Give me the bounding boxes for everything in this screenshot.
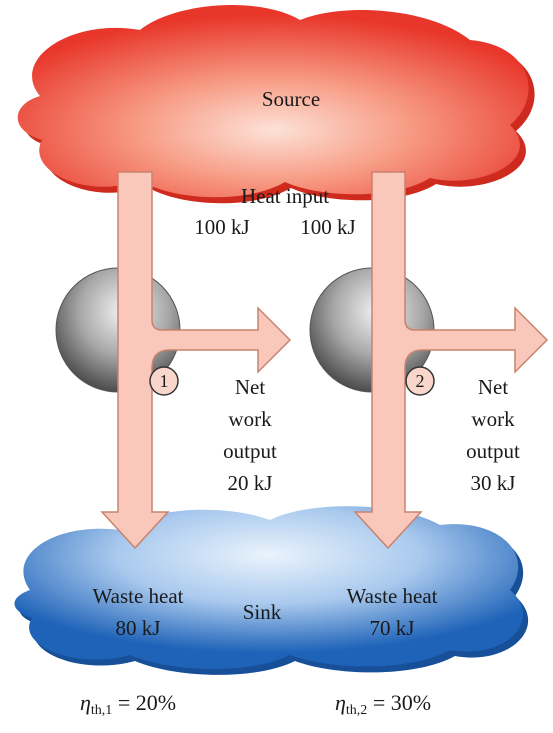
engine-1-badge xyxy=(149,366,179,396)
efficiency-subscript: th,2 xyxy=(345,703,368,718)
engine-2-net-work-line: work xyxy=(471,407,515,431)
engine-1-efficiency: ηth,1 = 20% xyxy=(80,690,176,719)
engine-2-net-work-value: 30 kJ xyxy=(470,471,516,495)
engine-2-number: 2 xyxy=(415,371,425,391)
efficiency-symbol: η xyxy=(80,690,91,715)
engine-2-badge xyxy=(405,366,435,396)
source-label: Source xyxy=(261,87,321,111)
engine-2-net-work-line: Net xyxy=(477,375,509,399)
sink-label: Sink xyxy=(242,600,282,624)
engine-1-waste-heat-label: Waste heat xyxy=(92,584,184,608)
engine-1-net-work-line: output xyxy=(223,439,277,463)
engine-2 xyxy=(309,171,549,550)
engine-1-net-work-value: 20 kJ xyxy=(227,471,273,495)
engine-1-net-work-line: Net xyxy=(234,375,266,399)
heat-input-engine-1: 100 kJ xyxy=(194,215,250,239)
engine-2-waste-heat-value: 70 kJ xyxy=(369,616,415,640)
engine-2-waste-heat-label: Waste heat xyxy=(346,584,438,608)
efficiency-value: = 30% xyxy=(372,690,432,715)
engine-1-heat-arrow xyxy=(100,171,292,550)
engine-2-net-work-line: output xyxy=(466,439,520,463)
efficiency-subscript: th,1 xyxy=(90,703,113,718)
engine-2-efficiency: ηth,2 = 30% xyxy=(335,690,431,719)
heat-input-caption: Heat input xyxy=(240,184,330,208)
engine-2-heat-arrow xyxy=(353,171,549,550)
efficiency-value: = 20% xyxy=(117,690,177,715)
engine-1-number: 1 xyxy=(159,371,169,391)
engine-1-net-work-line: work xyxy=(228,407,272,431)
engine-1 xyxy=(55,171,292,550)
sink-cloud xyxy=(14,506,529,675)
efficiency-symbol: η xyxy=(335,690,346,715)
engine-1-waste-heat-value: 80 kJ xyxy=(115,616,161,640)
heat-input-engine-2: 100 kJ xyxy=(300,215,356,239)
source-cloud xyxy=(17,5,535,204)
